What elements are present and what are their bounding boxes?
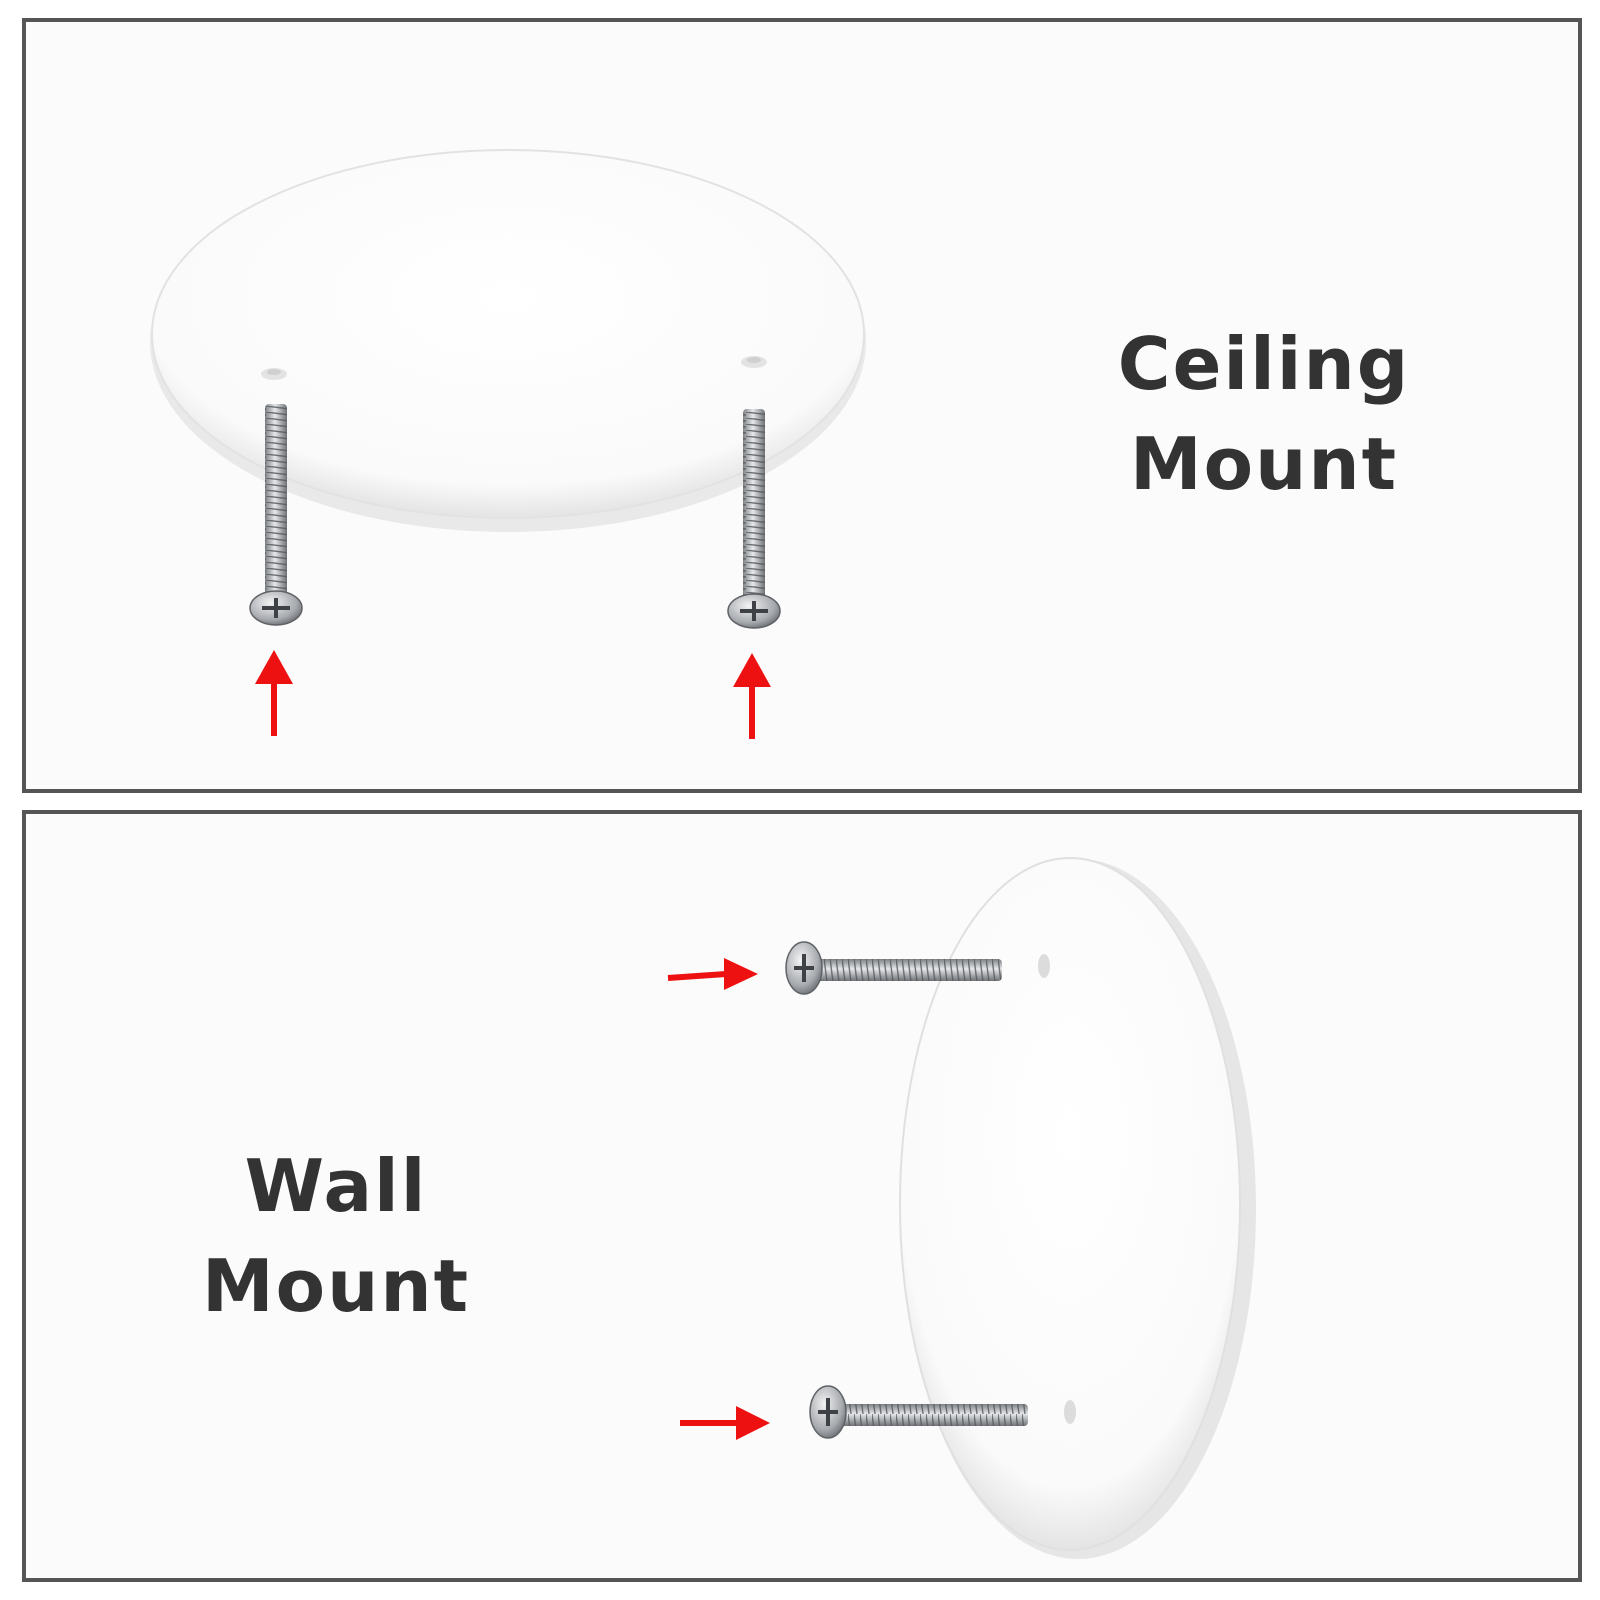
cover-plate-icon xyxy=(899,857,1256,1559)
ceiling-mount-panel: Ceiling Mount xyxy=(22,18,1582,793)
wall-mount-label: Wall Mount xyxy=(126,1136,546,1336)
wall-mount-illustration xyxy=(667,857,1256,1559)
red-arrow-icon xyxy=(680,1406,770,1440)
red-arrow-icon xyxy=(733,653,771,739)
cover-plate-icon xyxy=(150,149,866,532)
wall-mount-label-line1: Wall xyxy=(244,1144,428,1228)
screw-icon xyxy=(785,941,1002,995)
wall-mount-label-line2: Mount xyxy=(201,1244,471,1328)
red-arrow-icon xyxy=(255,650,293,736)
ceiling-mount-label-line1: Ceiling xyxy=(1117,322,1411,406)
ceiling-mount-illustration xyxy=(150,149,866,739)
ceiling-mount-label: Ceiling Mount xyxy=(1054,314,1474,514)
screw-icon xyxy=(249,404,303,626)
screw-icon xyxy=(727,409,781,629)
wall-mount-panel: Wall Mount xyxy=(22,810,1582,1582)
ceiling-mount-label-line2: Mount xyxy=(1129,422,1399,506)
red-arrow-icon xyxy=(667,958,758,990)
screw-icon xyxy=(809,1385,1028,1439)
